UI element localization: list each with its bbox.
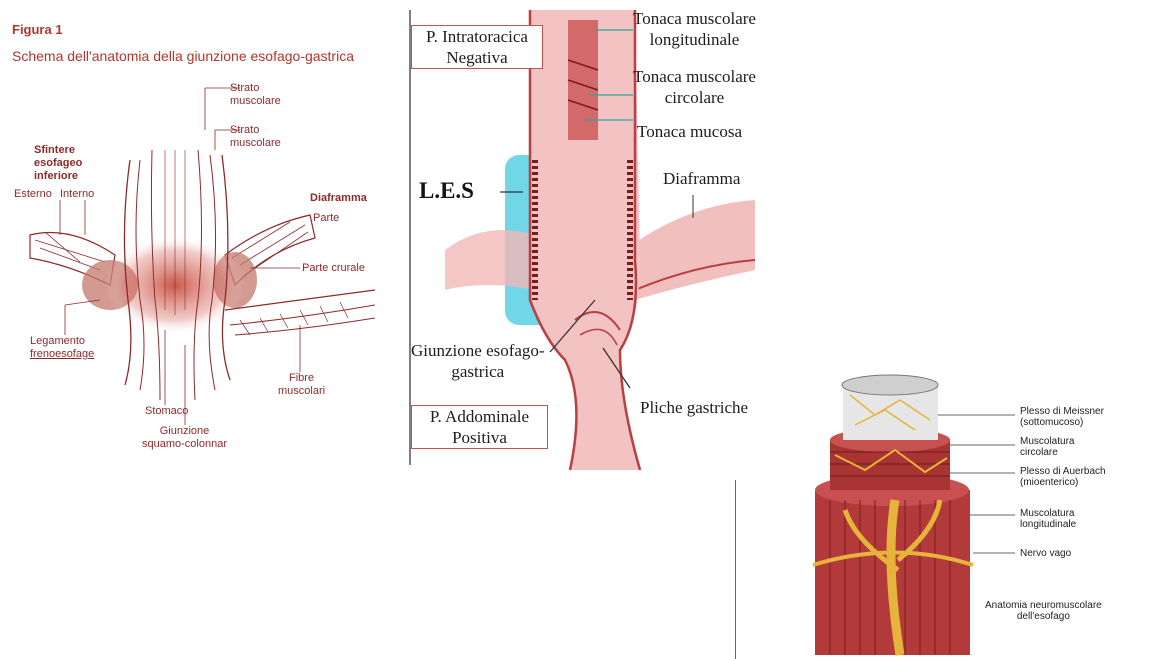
nervo-vago-label: Nervo vago — [1020, 548, 1071, 559]
interno-label: Interno — [60, 188, 94, 201]
diaframma-label-2: Diaframma — [663, 168, 740, 189]
meissner-label: Plesso di Meissner(sottomucoso) — [1020, 406, 1104, 428]
esterno-label: Esterno — [14, 188, 52, 201]
tonaca-mucosa-label: Tonaca mucosa — [637, 121, 742, 142]
gej-schema-drawing — [0, 0, 400, 470]
parte-crurale-label: Parte crurale — [302, 262, 365, 275]
stomaco-label: Stomaco — [145, 405, 188, 418]
giunzione-label-2: Giunzione esofago-gastrica — [411, 340, 545, 382]
diaframma-label: Diaframma — [310, 192, 367, 205]
les-label: L.E.S — [419, 178, 474, 204]
figure-3-panel: Plesso di Meissner(sottomucoso) Muscolat… — [735, 360, 1163, 659]
auerbach-label: Plesso di Auerbach(mioenterico) — [1020, 466, 1106, 488]
pliche-label: Pliche gastriche — [640, 397, 748, 418]
figure-1-panel: Figura 1 Schema dell'anatomia della giun… — [0, 0, 400, 470]
parte-label: Parte — [313, 212, 339, 225]
